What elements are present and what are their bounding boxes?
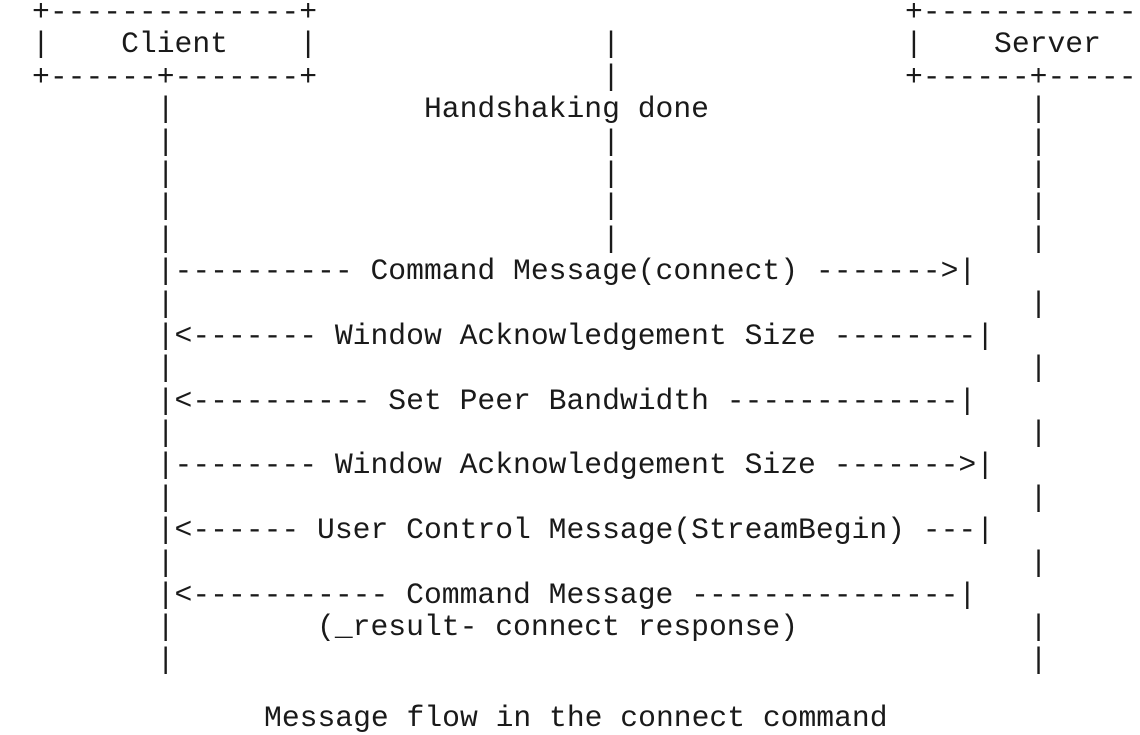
- window-ack-size-arrow-to-server: |-------- Window Acknowledgement Size --…: [32, 448, 995, 483]
- window-ack-size-arrow-to-client: |<------- Window Acknowledgement Size --…: [32, 318, 995, 353]
- result-connect-response-label: | (_result- connect response) |: [32, 610, 1048, 645]
- client-server-box-top: +--------------+ +-------------+: [32, 0, 1140, 29]
- lifeline-row: | |: [32, 545, 1048, 580]
- handshaking-done-label: | Handshaking done |: [32, 92, 1048, 127]
- set-peer-bandwidth-arrow: |<---------- Set Peer Bandwidth --------…: [32, 383, 977, 418]
- lifeline-row: | | |: [32, 189, 1048, 224]
- client-server-box-labels: | Client | | | Server |: [32, 27, 1140, 62]
- lifeline-row: | |: [32, 642, 1048, 677]
- client-server-box-bottom: +------+-------+ | +------+------+: [32, 59, 1140, 94]
- diagram-caption: Message flow in the connect command: [264, 701, 888, 735]
- user-control-message-arrow: |<------ User Control Message(StreamBegi…: [32, 513, 995, 548]
- command-message-result-arrow: |<----------- Command Message ----------…: [32, 578, 977, 613]
- command-message-connect-arrow: |---------- Command Message(connect) ---…: [32, 254, 977, 289]
- lifeline-row: | |: [32, 351, 1048, 386]
- lifeline-row: | | |: [32, 124, 1048, 159]
- lifeline-row: | |: [32, 480, 1048, 515]
- lifeline-row: | | |: [32, 156, 1048, 191]
- message-flow-diagram: +--------------+ +-------------+| Client…: [32, 0, 1140, 676]
- lifeline-row: | |: [32, 416, 1048, 451]
- lifeline-row: | | |: [32, 221, 1048, 256]
- lifeline-row: | |: [32, 286, 1048, 321]
